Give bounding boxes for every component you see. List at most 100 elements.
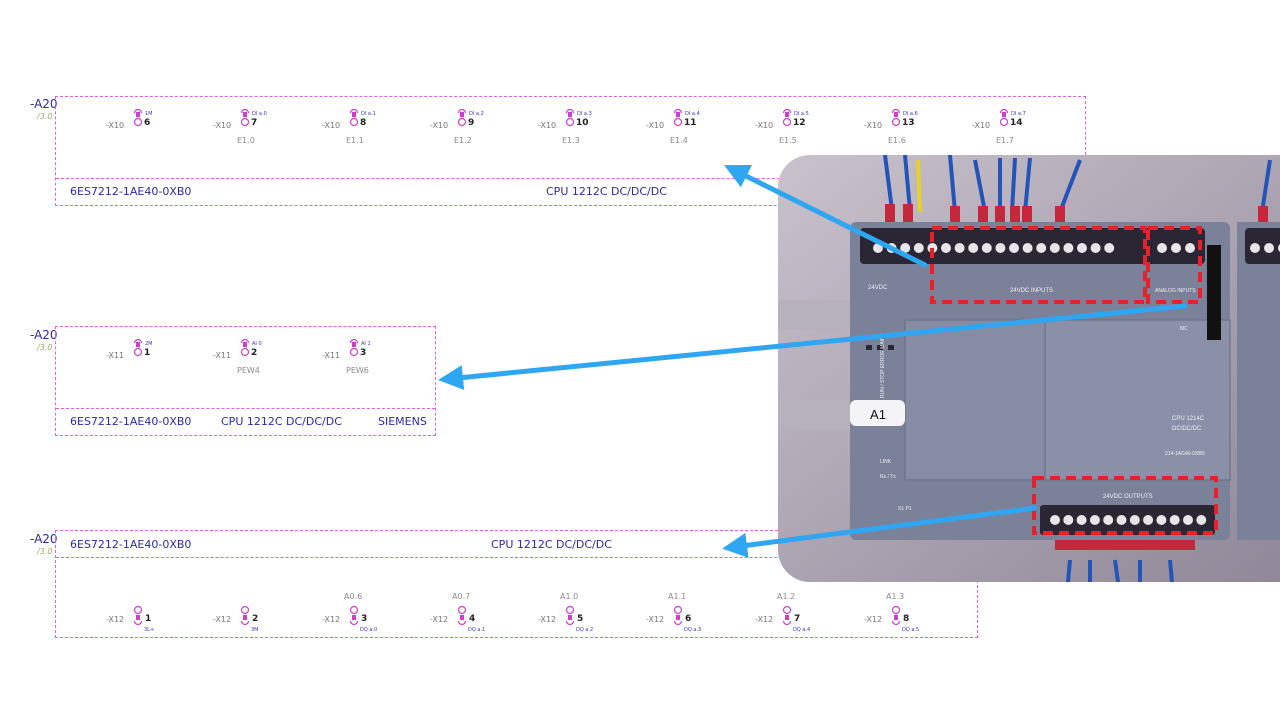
port-label: X1 P1 bbox=[898, 506, 912, 512]
terminal-function: DQ a.2 bbox=[576, 627, 594, 633]
terminal-function: DQ a.5 bbox=[902, 627, 920, 633]
terminal-function: DI a.0 bbox=[252, 111, 267, 117]
strip-label: -X10 bbox=[430, 121, 449, 130]
strip-label: -X12 bbox=[106, 615, 125, 624]
outputs-highlight bbox=[1032, 476, 1218, 535]
arrow-analog bbox=[438, 303, 1188, 390]
terminal-function: AI 1 bbox=[361, 341, 371, 347]
terminal-function: DQ a.1 bbox=[468, 627, 486, 633]
terminal-number: 3 bbox=[360, 348, 367, 358]
strip-label: -X12 bbox=[646, 615, 665, 624]
terminal-symbol-icon bbox=[891, 606, 901, 626]
terminal-screw-icon bbox=[900, 243, 911, 253]
terminal-screw-icon bbox=[1022, 243, 1033, 253]
strip-label: -X10 bbox=[864, 121, 883, 130]
terminal-number: 1 bbox=[144, 348, 151, 358]
terminal-number: 12 bbox=[793, 118, 806, 128]
terminal-number: 8 bbox=[360, 118, 367, 128]
terminal-address: E1.6 bbox=[888, 136, 906, 145]
terminal-function: DI a.2 bbox=[469, 111, 484, 117]
terminal-symbol-icon bbox=[240, 108, 250, 127]
strip-label: -X10 bbox=[972, 121, 991, 130]
terminal-number: 2 bbox=[252, 614, 259, 624]
link-label: LINK bbox=[880, 459, 892, 465]
terminal-screw-icon bbox=[1143, 515, 1154, 525]
terminal-symbol-icon bbox=[240, 338, 250, 357]
terminal-symbol-icon bbox=[782, 606, 792, 626]
terminal-address: E1.1 bbox=[346, 136, 364, 145]
device-frame: 6ES7212-1AE40-0XB0 CPU 1212C DC/DC/DC bbox=[55, 530, 978, 638]
terminal-symbol-icon bbox=[565, 108, 575, 127]
strip-label: -X10 bbox=[755, 121, 774, 130]
terminal-symbol-icon bbox=[457, 606, 467, 626]
terminal-symbol-icon bbox=[673, 108, 683, 127]
terminal-symbol-icon bbox=[133, 108, 143, 127]
page-reference: /3.0 bbox=[37, 343, 53, 352]
strip-label: -X10 bbox=[646, 121, 665, 130]
terminal-symbol-icon bbox=[782, 108, 792, 127]
terminal-screw-icon bbox=[1196, 515, 1207, 525]
terminal-screw-icon bbox=[1157, 243, 1167, 253]
terminal-address: PEW4 bbox=[237, 366, 260, 375]
terminal-function: DQ a.3 bbox=[684, 627, 702, 633]
terminal-screw-icon bbox=[1050, 515, 1060, 525]
terminal-function: DI a.7 bbox=[1011, 111, 1026, 117]
terminal-number: 6 bbox=[685, 614, 692, 624]
terminal-number: 13 bbox=[902, 118, 915, 128]
terminal-number: 8 bbox=[903, 614, 910, 624]
rxtx-label: Rx / Tx bbox=[880, 474, 896, 480]
strip-label: -X10 bbox=[213, 121, 232, 130]
terminal-number: 7 bbox=[794, 614, 801, 624]
terminal-screw-icon bbox=[1103, 515, 1114, 525]
terminal-symbol-icon bbox=[133, 606, 143, 626]
terminal-screw-icon bbox=[1156, 515, 1167, 525]
terminal-number: 3 bbox=[361, 614, 368, 624]
terminal-symbol-icon bbox=[240, 606, 250, 626]
terminal-screw-icon bbox=[954, 243, 965, 253]
arrow-inputs bbox=[724, 165, 928, 268]
terminal-screw-icon bbox=[1169, 515, 1180, 525]
terminal-address: E1.0 bbox=[237, 136, 255, 145]
terminal-address: E1.7 bbox=[996, 136, 1014, 145]
terminal-screw-icon bbox=[1183, 515, 1193, 525]
terminal-screw-icon bbox=[1104, 243, 1115, 253]
terminal-symbol-icon bbox=[349, 338, 359, 357]
terminal-symbol-icon bbox=[891, 108, 901, 127]
terminal-address: A1.1 bbox=[668, 592, 687, 601]
terminal-function: DI a.4 bbox=[685, 111, 700, 117]
terminal-address: A1.2 bbox=[777, 592, 796, 601]
device-label: A1 bbox=[870, 407, 886, 422]
terminal-number: 14 bbox=[1010, 118, 1023, 128]
terminal-address: A0.7 bbox=[452, 592, 471, 601]
plc-photo: A1 RUN / STOP ERROR MAINT 24VDC INPUTS A… bbox=[778, 155, 1280, 582]
device-tag: -A20 bbox=[30, 97, 58, 111]
terminal-screw-icon bbox=[1090, 243, 1101, 253]
terminal-address: A1.3 bbox=[886, 592, 905, 601]
terminal-function: DI a.6 bbox=[903, 111, 918, 117]
order-number: 6ES7212-1AE40-0XB0 bbox=[70, 185, 192, 198]
strip-label: -X12 bbox=[322, 615, 341, 624]
cpu-type-label: DC/DC/DC bbox=[1172, 426, 1202, 432]
terminal-screw-icon bbox=[1250, 243, 1260, 253]
analog-highlight bbox=[1146, 226, 1202, 304]
terminal-address: E1.3 bbox=[562, 136, 580, 145]
cpu-type: CPU 1212C DC/DC/DC bbox=[221, 415, 342, 428]
terminal-number: 10 bbox=[576, 118, 589, 128]
analog-label: ANALOG INPUTS bbox=[1155, 288, 1196, 294]
terminal-screw-icon bbox=[1049, 243, 1060, 253]
inputs-label: 24VDC INPUTS bbox=[1010, 288, 1053, 294]
terminal-number: 9 bbox=[468, 118, 475, 128]
device-tag: -A20 bbox=[30, 328, 58, 342]
strip-label: -X10 bbox=[106, 121, 125, 130]
terminal-address: A0.6 bbox=[344, 592, 363, 601]
strip-label: -X10 bbox=[322, 121, 341, 130]
terminal-function: DQ a.0 bbox=[360, 627, 378, 633]
